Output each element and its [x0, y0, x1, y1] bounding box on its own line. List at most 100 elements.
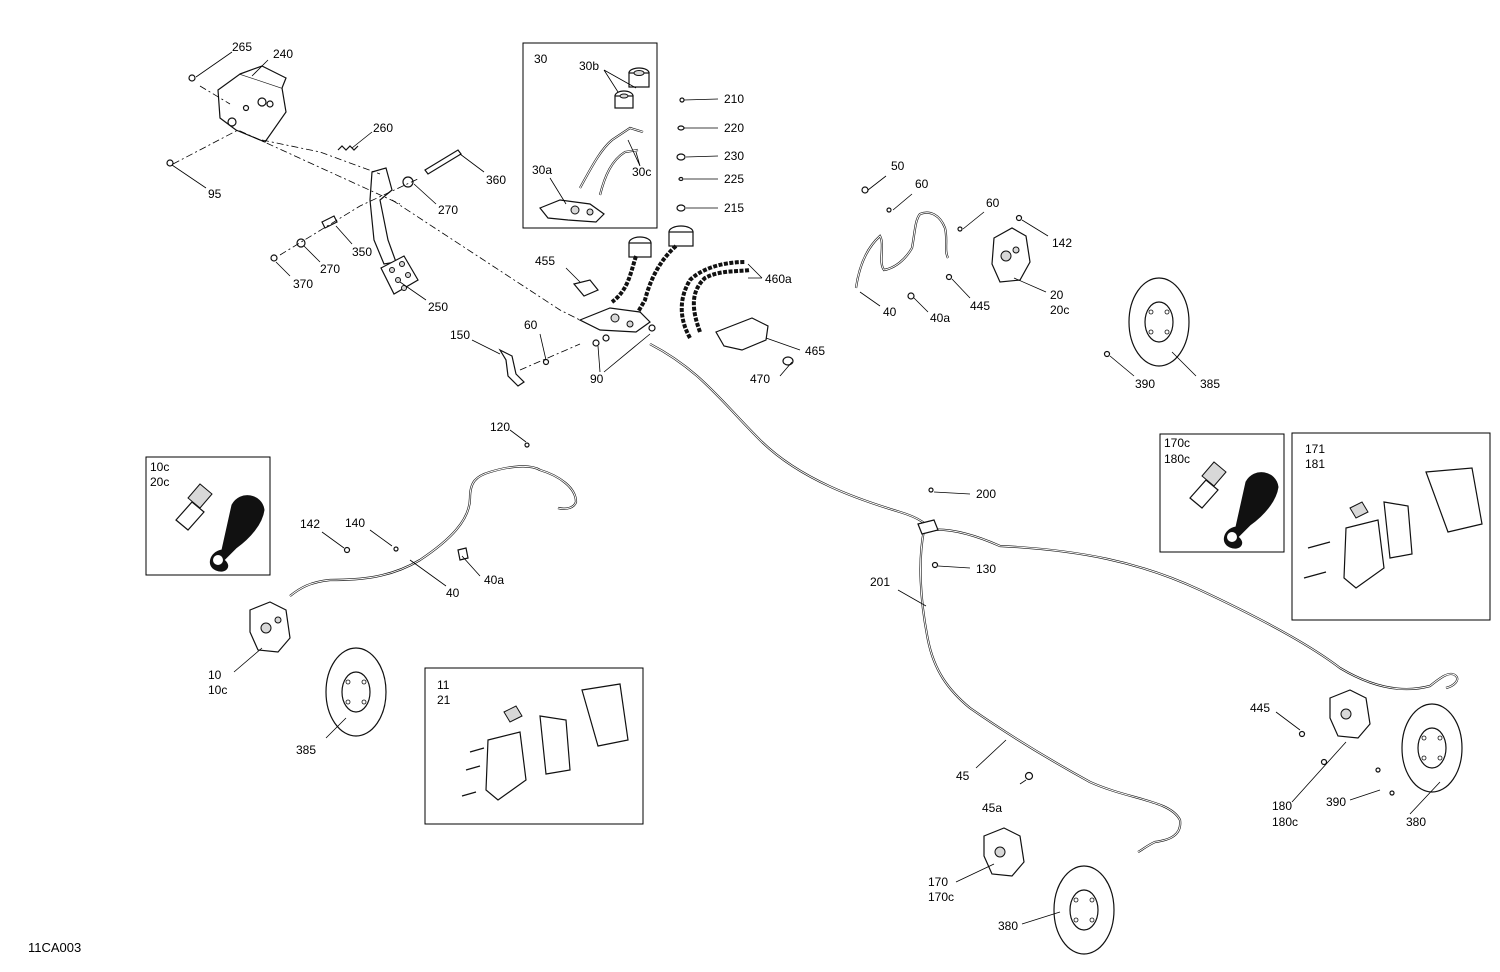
reservoir-30b: [614, 67, 650, 109]
axis-line: [391, 199, 581, 321]
spring-260: [337, 145, 359, 151]
hose-460a-1: [610, 255, 638, 304]
bolt-142-left: [343, 546, 351, 554]
brake-line-40-front-right: [854, 211, 950, 289]
callout-60-left: 60: [524, 318, 538, 332]
detail-box-pads-rear: [1291, 432, 1491, 621]
detail-box-bleeder-front: [145, 456, 271, 576]
bolt-140: [393, 546, 399, 552]
callout-10: 10: [208, 668, 222, 682]
axis-line: [261, 139, 381, 175]
callout-10c-box: 10c: [150, 460, 169, 474]
brake-disc-380-rear-right: [1401, 703, 1463, 793]
callout-150: 150: [450, 328, 470, 342]
hose-460a-4: [691, 268, 751, 333]
hose-460a-2: [636, 244, 678, 314]
hose-460a-3: [679, 260, 746, 339]
detail-box-pads-front: [424, 667, 644, 825]
screw-390-rear-2: [1389, 790, 1395, 796]
callout-142-right: 142: [1052, 236, 1072, 250]
junction-201: [917, 519, 939, 535]
brake-pads-rear: [1303, 467, 1483, 589]
clip-455: [572, 279, 599, 297]
callout-260: 260: [373, 121, 393, 135]
callout-465: 465: [805, 344, 825, 358]
shaft-360: [424, 149, 462, 175]
nut-60-r2: [957, 226, 963, 232]
bushing-270-top: [402, 176, 414, 188]
callout-40a-left: 40a: [484, 573, 504, 587]
axis-line: [519, 343, 581, 371]
bleeder-screw-front: [175, 483, 213, 531]
callout-350: 350: [352, 245, 372, 259]
callout-20c: 20c: [1050, 303, 1069, 317]
hose-30c: [579, 126, 644, 189]
brake-disc-380-rear-left: [1053, 865, 1115, 955]
master-cylinder-assembly: [578, 225, 694, 333]
callout-390-rear: 390: [1326, 795, 1346, 809]
bolt-445-rear: [1298, 730, 1306, 738]
callout-181: 181: [1305, 457, 1325, 471]
screw-90b: [602, 334, 610, 342]
callout-180c-box: 180c: [1164, 452, 1190, 466]
callout-170c: 170c: [928, 890, 954, 904]
bolt-50: [861, 186, 869, 194]
master-cylinder-30a: [539, 199, 605, 223]
washer-225: [678, 176, 684, 182]
callout-270-top: 270: [438, 203, 458, 217]
bleeder-screw-rear: [1189, 461, 1227, 509]
callout-170c-box: 170c: [1164, 436, 1190, 450]
callout-60-right-1: 60: [915, 177, 929, 191]
callout-45: 45: [956, 769, 970, 783]
callout-380-right: 380: [1406, 815, 1426, 829]
callout-30b: 30b: [579, 59, 599, 73]
callout-200: 200: [976, 487, 996, 501]
pedal-bracket: [217, 65, 287, 143]
callout-201: 201: [870, 575, 890, 589]
callout-11: 11: [437, 678, 450, 692]
callout-180c: 180c: [1272, 815, 1298, 829]
callout-95: 95: [208, 187, 222, 201]
callout-220: 220: [724, 121, 744, 135]
callout-180: 180: [1272, 799, 1292, 813]
callout-45a: 45a: [982, 801, 1002, 815]
bolt-130: [931, 561, 939, 569]
callout-40-right: 40: [883, 305, 897, 319]
bolt-210: [679, 97, 685, 103]
detail-box-master-cylinder: [522, 42, 658, 229]
bushing-270-bottom: [296, 238, 306, 248]
fitting-outlet: [648, 324, 656, 332]
bolt-142: [1015, 214, 1023, 222]
brake-disc-385-front-left: [325, 647, 387, 737]
callout-20c-box: 20c: [150, 475, 169, 489]
callout-10c: 10c: [208, 683, 227, 697]
leader-lines: [171, 51, 1441, 925]
brake-pads-front: [461, 683, 629, 801]
callout-240: 240: [273, 47, 293, 61]
washer-220: [677, 125, 685, 131]
detail-box-bleeder-rear: [1159, 433, 1285, 553]
heat-shield-465: [715, 317, 769, 351]
callout-385-left: 385: [296, 743, 316, 757]
callout-20: 20: [1050, 288, 1064, 302]
callout-445-right: 445: [970, 299, 990, 313]
callout-171: 171: [1305, 442, 1325, 456]
callout-230: 230: [724, 149, 744, 163]
callout-470: 470: [750, 372, 770, 386]
callout-90: 90: [590, 372, 604, 386]
callout-390-right: 390: [1135, 377, 1155, 391]
washer-470: [782, 356, 794, 366]
callout-360: 360: [486, 173, 506, 187]
callout-265: 265: [232, 40, 252, 54]
callout-40a-right: 40a: [930, 311, 950, 325]
callout-370: 370: [293, 277, 313, 291]
callout-385-right: 385: [1200, 377, 1220, 391]
nut-60: [542, 358, 550, 366]
axis-line: [279, 177, 421, 256]
bleeder-cap-front: [209, 495, 265, 572]
callout-130: 130: [976, 562, 996, 576]
callout-120: 120: [490, 420, 510, 434]
screw-90a: [592, 339, 600, 347]
callout-labels: 265 240 260 95 360 270 350 270 370 250 1…: [150, 40, 1426, 933]
